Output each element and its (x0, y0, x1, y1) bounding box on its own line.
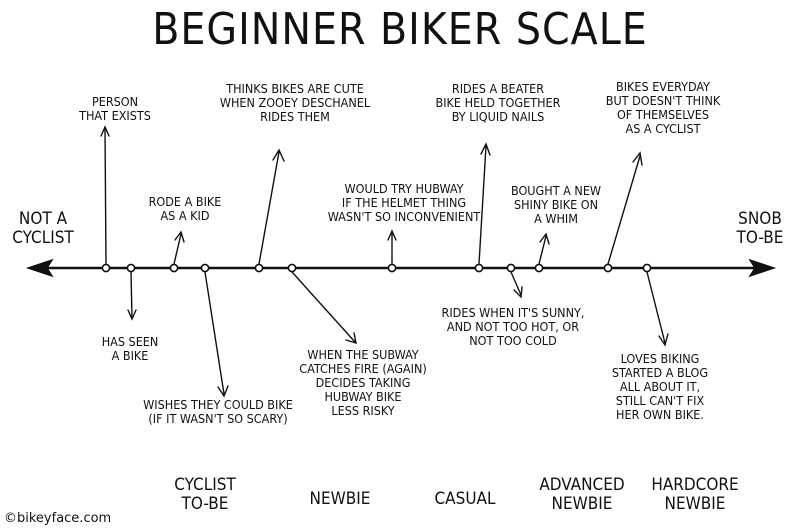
right-arrowhead (748, 258, 777, 278)
dot-zooey (254, 263, 264, 273)
label-zooey: THINKS BIKES ARE CUTE WHEN ZOOEY DESCHAN… (219, 81, 371, 124)
dot-person (101, 263, 111, 273)
label-blog: LOVES BIKING STARTED A BLOG ALL ABOUT IT… (611, 351, 709, 422)
arrow-person (104, 127, 107, 265)
arrow-everyday (607, 155, 641, 265)
label-sunny: RIDES WHEN IT'S SUNNY, AND NOT TOO HOT, … (441, 305, 585, 348)
arrow-zooey (258, 151, 280, 265)
category-advanced-newbie: ADVANCED NEWBIE (539, 475, 625, 514)
credit-text: ©bikeyface.com (4, 511, 112, 526)
arrow-wishes (204, 271, 225, 395)
label-everyday: BIKES EVERYDAY BUT DOESN'T THINK OF THEM… (605, 79, 721, 136)
arrow-seen (130, 271, 133, 319)
arrow-subway (291, 271, 356, 343)
label-helmet: WOULD TRY HUBWAY IF THE HELMET THING WAS… (327, 181, 481, 224)
dot-helmet (387, 263, 397, 273)
label-rode: RODE A BIKE AS A KID (148, 194, 222, 223)
dot-wishes (200, 263, 210, 273)
label-shiny: BOUGHT A NEW SHINY BIKE ON A WHIM (510, 183, 602, 226)
dot-blog (642, 263, 652, 273)
page-title: BEGINNER BIKER SCALE (152, 4, 648, 55)
dot-beater (474, 263, 484, 273)
dot-shiny (534, 263, 544, 273)
label-wishes: WISHES THEY COULD BIKE (IF IT WASN'T SO … (143, 397, 293, 426)
label-beater: RIDES A BEATER BIKE HELD TOGETHER BY LIQ… (435, 81, 561, 124)
arrow-blog (646, 271, 666, 344)
arrow-beater (478, 145, 487, 265)
label-seen: HAS SEEN A BIKE (101, 334, 159, 363)
right-end-label: SNOB TO-BE (736, 209, 784, 248)
category-newbie: NEWBIE (309, 489, 371, 509)
left-arrowhead (25, 258, 54, 278)
category-casual: CASUAL (434, 489, 496, 509)
arrow-shiny (538, 235, 547, 265)
arrow-rode (173, 233, 182, 265)
dot-everyday (603, 263, 613, 273)
label-person: PERSON THAT EXISTS (79, 94, 151, 123)
category-cyclist-to-be: CYCLIST TO-BE (174, 475, 236, 514)
arrow-sunny (510, 271, 522, 296)
dot-sunny (506, 263, 516, 273)
dot-seen (126, 263, 136, 273)
category-hardcore-newbie: HARDCORE NEWBIE (651, 475, 739, 514)
left-end-label: NOT A CYCLIST (12, 209, 74, 248)
label-subway: WHEN THE SUBWAY CATCHES FIRE (AGAIN) DEC… (299, 347, 427, 418)
dot-rode (169, 263, 179, 273)
dot-subway (287, 263, 297, 273)
